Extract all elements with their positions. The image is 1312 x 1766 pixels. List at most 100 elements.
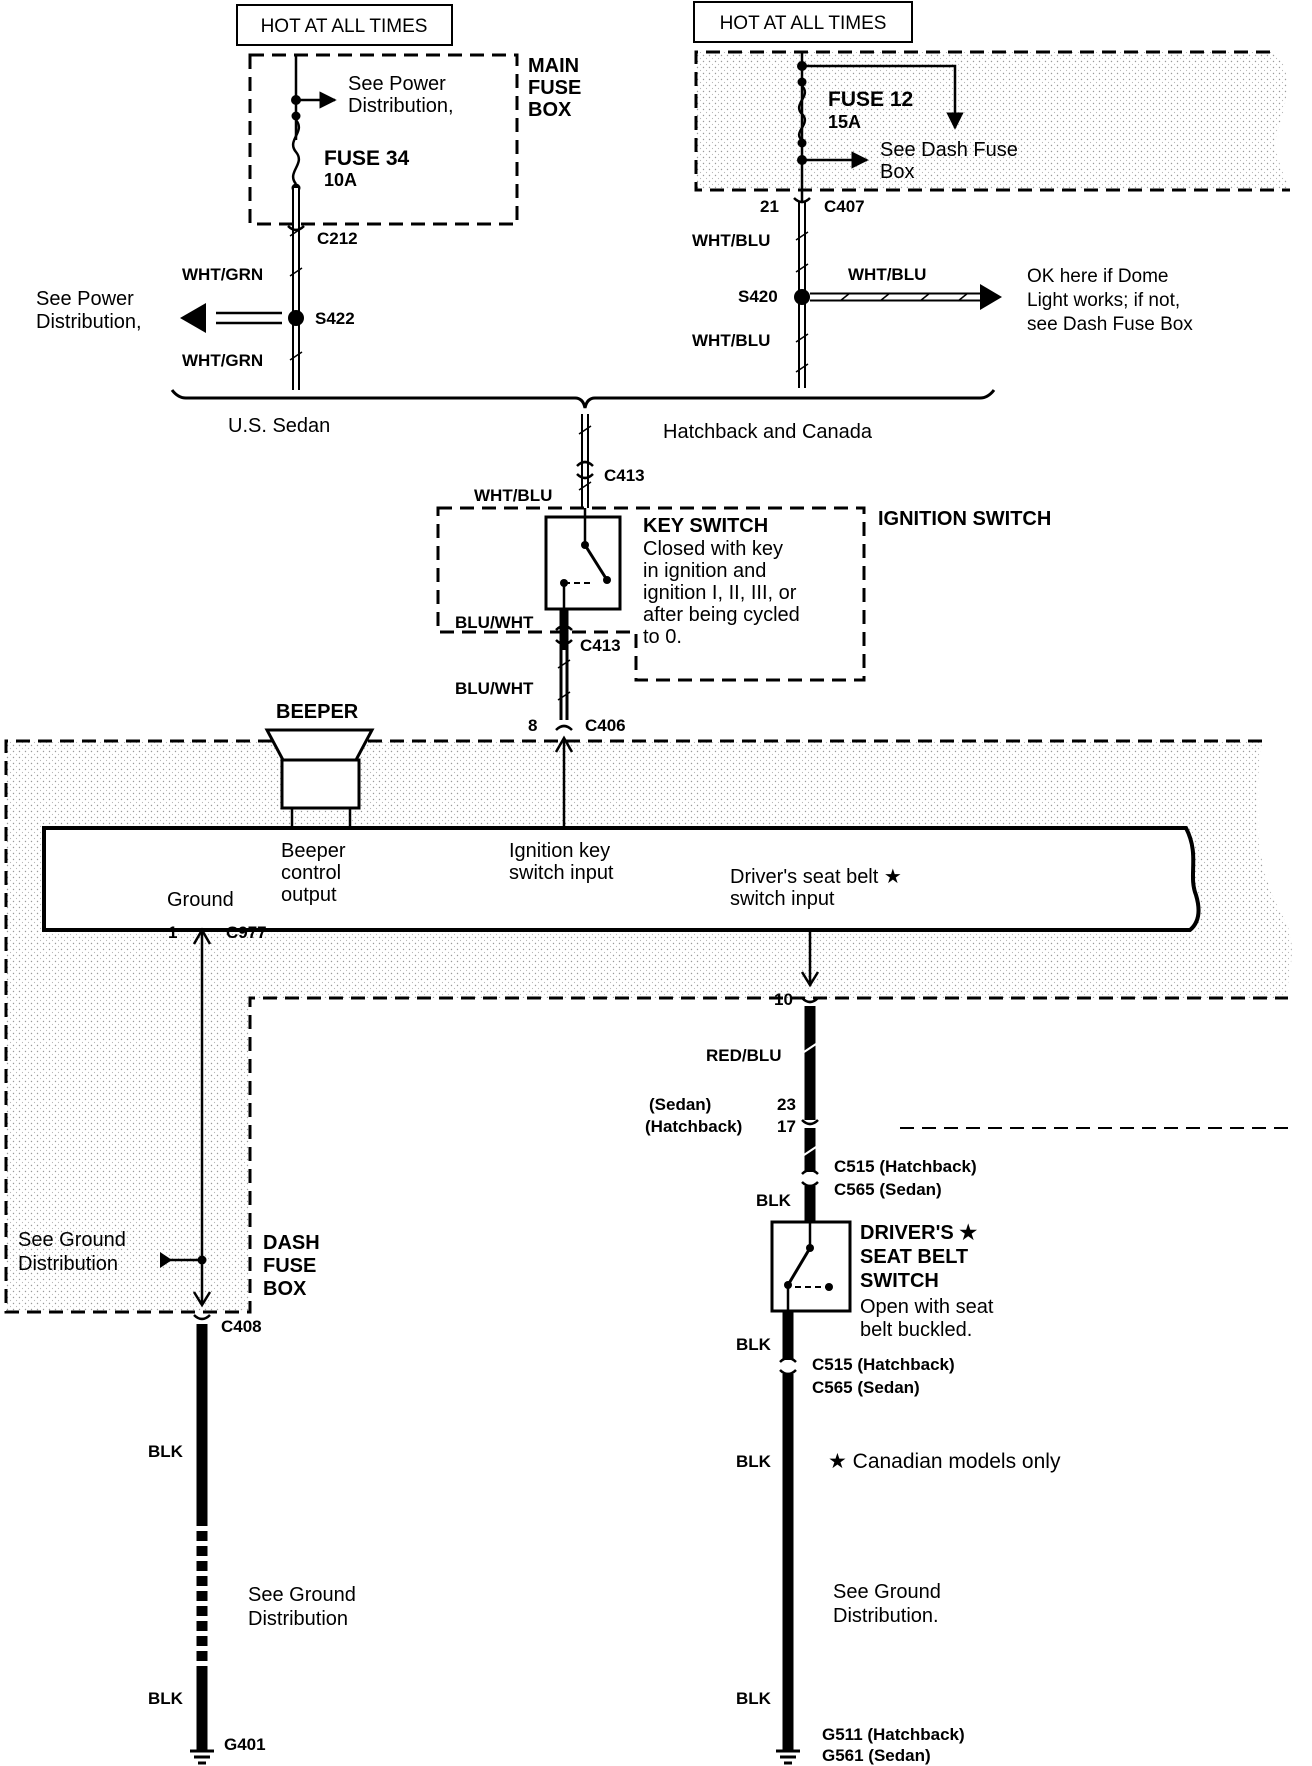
- fuse12-symbol: [797, 85, 807, 141]
- connector-c407: [793, 197, 811, 204]
- c515-top-label: C515 (Hatchback): [834, 1157, 977, 1176]
- ignition-switch-label: IGNITION SWITCH: [878, 508, 1051, 530]
- beeper-control-label: Beeper control output: [281, 840, 351, 906]
- sedan-pin-number: 23: [777, 1095, 796, 1114]
- c977-label: C977: [226, 923, 267, 942]
- ground-icon-g401: [190, 1749, 214, 1765]
- see-power-dist-label-2: See Power Distribution,: [36, 288, 142, 333]
- ignition-input-label: Ignition key switch input: [509, 840, 616, 884]
- s422-label: S422: [315, 309, 355, 328]
- blk-label-1: BLK: [756, 1191, 792, 1210]
- connector-c413-bottom: [555, 624, 573, 646]
- wht-blu-label-1: WHT/BLU: [692, 231, 770, 250]
- beeper-label: BEEPER: [276, 701, 359, 723]
- fuse34-symbol: [291, 119, 301, 185]
- main-fuse-box-outline: [248, 53, 519, 226]
- g561-label: G561 (Sedan): [822, 1746, 931, 1765]
- c565-top-label: C565 (Sedan): [834, 1180, 942, 1199]
- c977-pin: 1: [168, 923, 177, 942]
- fuse12-name: FUSE 12: [828, 88, 913, 111]
- seatbelt-switch-box: [770, 1220, 852, 1313]
- wht-blu-label-2: WHT/BLU: [848, 265, 926, 284]
- blk-left-label-1: BLK: [148, 1442, 184, 1461]
- key-switch-desc: Closed with key in ignition and ignition…: [643, 538, 805, 648]
- arrow-fuse12-down: [802, 64, 964, 130]
- beeper-icon: [264, 728, 375, 762]
- variant-brace: [170, 389, 996, 409]
- s420-label: S420: [738, 287, 778, 306]
- connector-c515-bottom: [779, 1356, 797, 1376]
- c406-label: C406: [585, 716, 626, 735]
- c515-bottom-label: C515 (Hatchback): [812, 1355, 955, 1374]
- fuse34-rating: 10A: [324, 170, 357, 190]
- splice-s422: [288, 310, 304, 326]
- wht-blu-label-4: WHT/BLU: [474, 486, 552, 505]
- c407-label: C407: [824, 197, 865, 216]
- seatbelt-switch-desc: Open with seat belt buckled.: [860, 1296, 999, 1341]
- blk-right-label-3: BLK: [736, 1689, 772, 1708]
- see-ground-bottom-left: See Ground Distribution: [248, 1584, 361, 1630]
- hot-label-right: HOT AT ALL TIMES: [693, 1, 913, 43]
- seatbelt-input-label: Driver's seat belt ★ switch input: [730, 866, 907, 910]
- seatbelt-switch-contact: [786, 1247, 812, 1286]
- svg-text:HOT AT ALL TIMES: HOT AT ALL TIMES: [720, 13, 887, 34]
- c406-pin: 8: [528, 716, 537, 735]
- svg-text:HOT AT ALL TIMES: HOT AT ALL TIMES: [261, 16, 428, 37]
- connector-c515-top: [801, 1168, 819, 1188]
- see-ground-left: See Ground Distribution: [18, 1229, 131, 1275]
- c413-top-label: C413: [604, 466, 645, 485]
- connector-c413-top: [576, 460, 594, 480]
- main-fuse-box-label: MAIN FUSE BOX: [528, 55, 587, 121]
- connector-pin10: [801, 997, 819, 1004]
- us-sedan-label: U.S. Sedan: [228, 415, 330, 437]
- red-blu-label: RED/BLU: [706, 1046, 782, 1065]
- blu-wht-label-1: BLU/WHT: [455, 613, 534, 632]
- c565-bottom-label: C565 (Sedan): [812, 1378, 920, 1397]
- control-unit-box: [42, 826, 1201, 932]
- connector-c212: [287, 225, 305, 232]
- key-switch-title: KEY SWITCH: [643, 515, 768, 537]
- canadian-note: ★ Canadian models only: [828, 1450, 1061, 1473]
- pin10-label: 10: [774, 990, 793, 1009]
- wht-blu-label-3: WHT/BLU: [692, 331, 770, 350]
- see-power-dist-label: See Power Distribution,: [348, 73, 454, 117]
- blk-left-label-2: BLK: [148, 1689, 184, 1708]
- ignition-switch-outline: [436, 506, 866, 682]
- c407-pin: 21: [760, 197, 779, 216]
- c408-label: C408: [221, 1317, 262, 1336]
- splice-s420: [794, 289, 810, 305]
- c413-bottom-label: C413: [580, 636, 621, 655]
- dash-fuse-box-label: DASH FUSE BOX: [263, 1232, 325, 1300]
- hatch-pin-number: 17: [777, 1117, 796, 1136]
- key-switch-contact: [583, 544, 609, 581]
- see-dash-fuse-label: See Dash Fuse Box: [880, 139, 1023, 183]
- wht-grn-label-1: WHT/GRN: [182, 265, 263, 284]
- key-switch-box: [544, 515, 622, 611]
- hatch-pin-label: (Hatchback): [645, 1117, 742, 1136]
- g511-label: G511 (Hatchback): [822, 1725, 965, 1744]
- hatchback-canada-label: Hatchback and Canada: [663, 421, 873, 443]
- blu-wht-label-2: BLU/WHT: [455, 679, 534, 698]
- connector-c408: [193, 1314, 211, 1321]
- ground-label: Ground: [167, 889, 234, 911]
- dash-fuse-box-top-outline: [696, 52, 1290, 190]
- c212-label: C212: [317, 229, 358, 248]
- dome-note: OK here if Dome Light works; if not, see…: [1027, 266, 1193, 335]
- sedan-pin-label: (Sedan): [649, 1095, 711, 1114]
- fuse34-name: FUSE 34: [324, 147, 410, 170]
- g401-label: G401: [224, 1735, 266, 1754]
- ground-icon-g511: [776, 1749, 800, 1765]
- connector-23-17: [801, 1119, 819, 1126]
- wht-grn-label-2: WHT/GRN: [182, 351, 263, 370]
- fuse-terminal: [291, 111, 301, 121]
- seatbelt-switch-title: DRIVER'S ★ SEAT BELT SWITCH: [860, 1222, 983, 1292]
- blk-label-2: BLK: [736, 1335, 772, 1354]
- arrow-left-power-dist: [180, 303, 206, 333]
- fuse12-rating: 15A: [828, 112, 861, 132]
- blk-right-label-2: BLK: [736, 1452, 772, 1471]
- see-ground-bottom-right: See Ground Distribution.: [833, 1581, 946, 1627]
- connector-c406: [555, 724, 573, 731]
- arrow-dome-light: [980, 284, 1002, 310]
- hot-label-left: HOT AT ALL TIMES: [236, 4, 453, 46]
